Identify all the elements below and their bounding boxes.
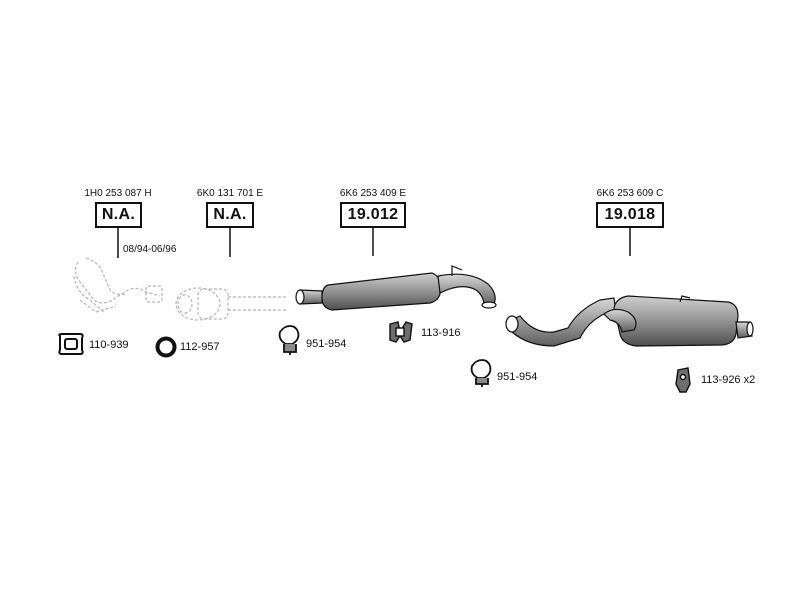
rear-silencer-neck — [603, 308, 637, 333]
part-number-rear-silencer: 6K6 253 609 C — [596, 188, 664, 199]
flange-gasket-icon — [58, 333, 84, 355]
front-pipe-ghost — [73, 257, 163, 313]
accessory-label-sealing-ring: 112-957 — [180, 341, 220, 353]
part-number-catalyst: 6K0 131 701 E — [196, 188, 264, 199]
accessory-label-flange-gasket: 110-939 — [89, 339, 129, 351]
silencer-body — [321, 272, 441, 311]
inlet-opening — [295, 289, 305, 305]
accessory-label-pipe-clamp: 951-954 — [306, 338, 347, 350]
rear-hanger-pin — [679, 295, 691, 303]
outlet-opening — [481, 301, 497, 309]
accessory-label-mounting-rubber: 113-926 x2 — [701, 374, 756, 386]
rear-silencer-body — [613, 295, 739, 347]
part-number-middle-silencer: 6K6 253 409 E — [339, 188, 407, 199]
hanger-pin — [451, 265, 463, 276]
sealing-ring-icon — [155, 336, 177, 358]
leader-lines — [117, 226, 631, 258]
mounting-rubber-icon — [675, 367, 691, 393]
accessory-label-pipe-clamp-2: 951-954 — [497, 371, 538, 383]
tailpipe-opening — [746, 321, 754, 337]
rear-inlet-opening — [505, 315, 519, 333]
date-range: 08/94-06/96 — [123, 244, 177, 255]
rear-silencer — [505, 295, 754, 347]
middle-silencer — [295, 265, 497, 311]
pipe-clamp-icon — [470, 359, 492, 387]
code-box-rear-silencer: 19.018 — [596, 202, 664, 228]
code-box-catalyst: N.A. — [206, 202, 254, 228]
pipe-clamp-icon — [278, 325, 300, 355]
rear-inlet-pipe — [505, 297, 617, 347]
code-box-middle-silencer: 19.012 — [340, 202, 406, 228]
rubber-hanger-icon — [389, 321, 413, 343]
accessory-label-rubber-hanger: 113-916 — [421, 327, 461, 339]
part-number-front-pipe: 1H0 253 087 H — [84, 188, 152, 199]
outlet-pipe — [437, 273, 496, 307]
catalyst-ghost — [175, 287, 288, 321]
code-box-front-pipe: N.A. — [95, 202, 142, 228]
